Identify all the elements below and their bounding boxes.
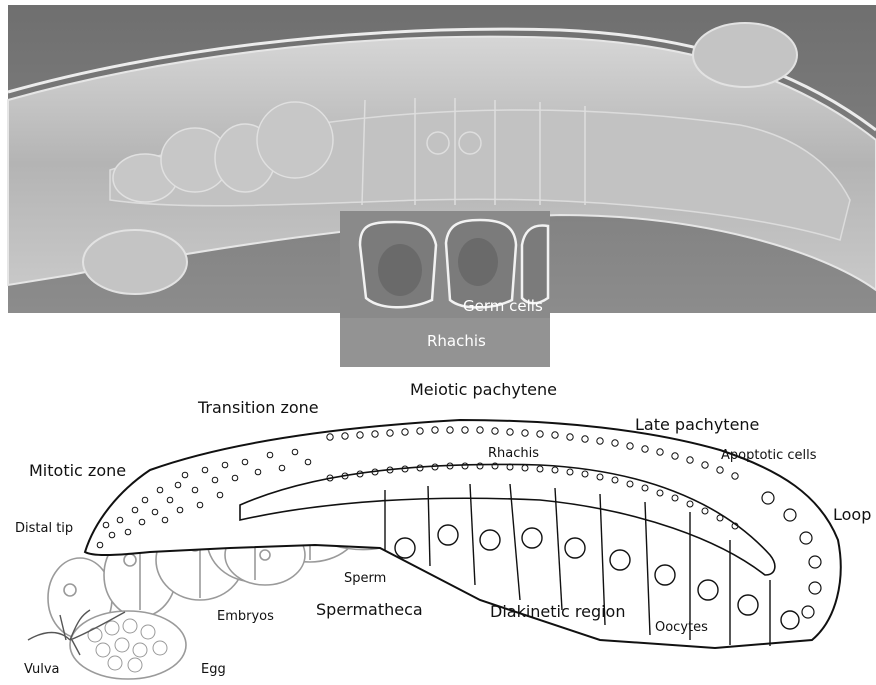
label-distal-tip: Distal tip (15, 522, 73, 535)
label-oocytes: Oocytes (655, 621, 708, 634)
label-apoptotic-cells: Apoptotic cells (721, 449, 817, 462)
inset-label-germ-cells: Germ cells (463, 299, 543, 314)
label-egg: Egg (201, 663, 226, 676)
inset-label-rhachis: Rhachis (427, 334, 486, 349)
label-mitotic-zone: Mitotic zone (29, 463, 126, 479)
egg-drawing (70, 611, 186, 679)
label-loop: Loop (833, 507, 871, 523)
label-rhachis: Rhachis (488, 447, 539, 460)
label-spermatheca: Spermatheca (316, 602, 423, 618)
label-transition-zone: Transition zone (198, 400, 319, 416)
label-vulva: Vulva (24, 663, 60, 676)
label-meiotic-pachytene: Meiotic pachytene (410, 382, 557, 398)
label-embryos: Embryos (217, 610, 274, 623)
label-diakinetic-region: Diakinetic region (490, 604, 625, 620)
label-sperm: Sperm (344, 572, 386, 585)
label-late-pachytene: Late pachytene (635, 417, 759, 433)
